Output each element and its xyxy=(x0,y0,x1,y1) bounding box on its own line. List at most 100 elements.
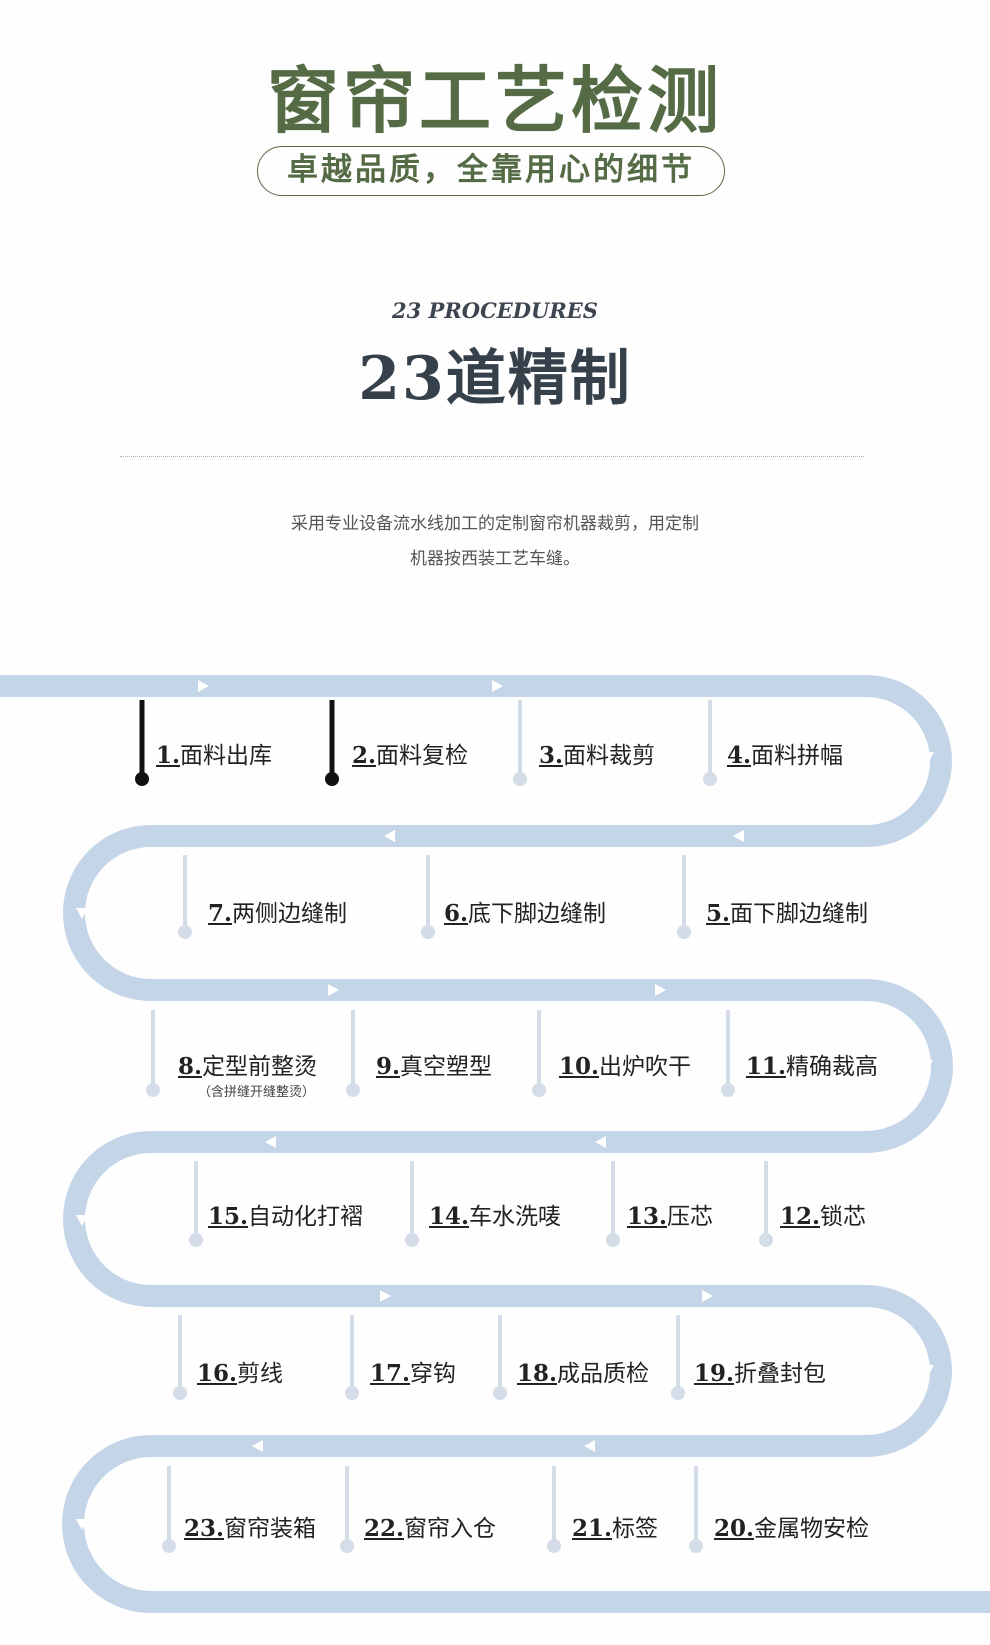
step-11: 11.精确裁高 xyxy=(746,1047,878,1081)
step-17: 17.穿钩 xyxy=(370,1354,456,1388)
page-title: 窗帘工艺检测 xyxy=(266,59,723,143)
step-text: 车水洗唛 xyxy=(469,1204,562,1230)
section-heading: 23道精制 xyxy=(358,344,632,414)
step-6: 6.底下脚边缝制 xyxy=(444,894,606,928)
step-text: 窗帘入仓 xyxy=(404,1516,497,1542)
step-number: 12. xyxy=(780,1203,821,1230)
track-arrow-icon xyxy=(922,1365,934,1376)
step-text: 锁芯 xyxy=(820,1204,867,1230)
step-number: 23. xyxy=(184,1515,225,1542)
step-number: 4. xyxy=(727,742,752,769)
step-marker-dot xyxy=(340,1539,354,1553)
track-arrow-icon xyxy=(328,984,339,996)
step-text: 面料复检 xyxy=(376,743,469,769)
track-arrow-icon xyxy=(252,1440,263,1452)
step-marker-dot xyxy=(759,1233,773,1247)
step-number: 21. xyxy=(572,1515,613,1542)
step-5: 5.面下脚边缝制 xyxy=(706,894,868,928)
track-arrow-icon xyxy=(584,1440,595,1452)
step-number: 13. xyxy=(627,1203,668,1230)
step-text: 穿钩 xyxy=(410,1361,457,1387)
step-7: 7.两侧边缝制 xyxy=(208,894,347,928)
step-15: 15.自动化打褶 xyxy=(208,1197,363,1231)
step-marker-dot xyxy=(606,1233,620,1247)
step-number: 19. xyxy=(694,1360,735,1387)
step-marker-dot xyxy=(532,1083,546,1097)
step-marker-dot xyxy=(325,772,339,786)
step-23: 23.窗帘装箱 xyxy=(184,1509,316,1543)
serpentine-track xyxy=(0,675,990,1613)
step-20: 20.金属物安检 xyxy=(714,1509,869,1543)
step-marker-dot xyxy=(513,772,527,786)
step-marker-dot xyxy=(346,1083,360,1097)
step-marker-dot xyxy=(189,1233,203,1247)
step-22: 22.窗帘入仓 xyxy=(364,1509,496,1543)
step-marker-dot xyxy=(146,1083,160,1097)
step-text: 折叠封包 xyxy=(734,1361,827,1387)
step-number: 1. xyxy=(156,742,181,769)
track-arrow-icon xyxy=(76,908,88,919)
step-8: 8.定型前整烫 xyxy=(178,1047,317,1081)
step-marker-dot xyxy=(547,1539,561,1553)
track-arrow-icon xyxy=(921,1060,933,1071)
step-marker-dot xyxy=(405,1233,419,1247)
description-line-2: 机器按西装工艺车缝。 xyxy=(410,549,580,569)
step-marker-dot xyxy=(703,772,717,786)
step-marker-dot xyxy=(162,1539,176,1553)
step-1: 1.面料出库 xyxy=(156,736,272,770)
step-number: 11. xyxy=(746,1053,787,1080)
step-10: 10.出炉吹干 xyxy=(559,1047,691,1081)
step-number: 18. xyxy=(517,1360,558,1387)
step-number: 9. xyxy=(376,1053,401,1080)
step-13: 13.压芯 xyxy=(627,1197,713,1231)
step-number: 3. xyxy=(539,742,564,769)
step-text: 金属物安检 xyxy=(754,1516,870,1542)
step-number: 8. xyxy=(178,1053,203,1080)
step-21: 21.标签 xyxy=(572,1509,658,1543)
step-text: 面料拼幅 xyxy=(751,743,844,769)
step-marker-dot xyxy=(671,1386,685,1400)
step-text: 定型前整烫 xyxy=(202,1054,318,1080)
step-14: 14.车水洗唛 xyxy=(429,1197,561,1231)
subtitle-badge: 卓越品质，全靠用心的细节 xyxy=(257,146,725,196)
description-line-1: 采用专业设备流水线加工的定制窗帘机器裁剪，用定制 xyxy=(291,514,699,534)
step-marker-dot xyxy=(345,1386,359,1400)
step-4: 4.面料拼幅 xyxy=(727,736,843,770)
step-text: 精确裁高 xyxy=(786,1054,879,1080)
step-number: 22. xyxy=(364,1515,405,1542)
step-marker-dot xyxy=(689,1539,703,1553)
step-marker-dot xyxy=(421,925,435,939)
track-arrow-icon xyxy=(380,1290,391,1302)
step-number: 7. xyxy=(208,900,233,927)
step-number: 20. xyxy=(714,1515,755,1542)
track-arrow-icon xyxy=(265,1136,276,1148)
track-arrow-icon xyxy=(198,680,209,692)
step-number: 5. xyxy=(706,900,731,927)
step-number: 10. xyxy=(559,1053,600,1080)
track-arrow-icon xyxy=(76,1519,88,1530)
step-number: 16. xyxy=(197,1360,238,1387)
step-number: 2. xyxy=(352,742,377,769)
step-19: 19.折叠封包 xyxy=(694,1354,826,1388)
track-arrow-icon xyxy=(492,680,503,692)
step-text: 标签 xyxy=(612,1516,659,1542)
step-number: 14. xyxy=(429,1203,470,1230)
dotted-divider xyxy=(120,456,864,457)
step-marker-dot xyxy=(721,1083,735,1097)
step-18: 18.成品质检 xyxy=(517,1354,649,1388)
step-16: 16.剪线 xyxy=(197,1354,283,1388)
step-2: 2.面料复检 xyxy=(352,736,468,770)
step-text: 面下脚边缝制 xyxy=(730,901,869,927)
step-text: 底下脚边缝制 xyxy=(468,901,607,927)
step-text: 窗帘装箱 xyxy=(224,1516,317,1542)
step-8-note: （含拼缝开缝整烫） xyxy=(198,1085,316,1100)
step-text: 面料出库 xyxy=(180,743,273,769)
step-text: 出炉吹干 xyxy=(599,1054,692,1080)
step-9: 9.真空塑型 xyxy=(376,1047,492,1081)
step-marker-dot xyxy=(135,772,149,786)
step-text: 面料裁剪 xyxy=(563,743,656,769)
step-marker-dot xyxy=(493,1386,507,1400)
track-arrow-icon xyxy=(384,830,395,842)
track-arrow-icon xyxy=(733,830,744,842)
